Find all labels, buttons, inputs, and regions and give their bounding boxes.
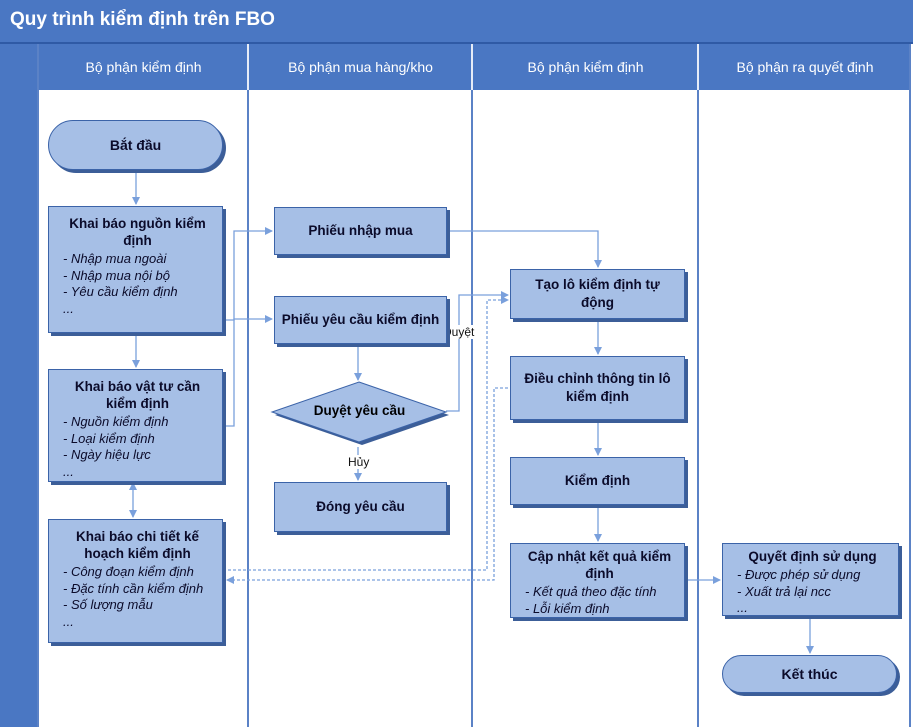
- left-band: [0, 44, 37, 727]
- purchase-receipt-node: Phiếu nhập mua: [274, 207, 447, 255]
- list-item: - Số lượng mẫu: [63, 597, 153, 612]
- list-item: - Kết quả theo đặc tính: [525, 584, 657, 599]
- usage-decision-node: Quyết định sử dụng - Được phép sử dụng -…: [722, 543, 899, 616]
- lane-divider: [247, 44, 249, 90]
- edge-purchase-autolot: [447, 230, 602, 268]
- edge-label-cancel: Hủy: [347, 455, 371, 469]
- lane-header-3: Bộ phận kiểm định: [473, 44, 698, 90]
- list-item: - Được phép sử dụng: [737, 567, 861, 582]
- start-node: Bắt đầu: [48, 120, 223, 170]
- lane-divider: [471, 44, 473, 727]
- approve-decision-node: Duyệt yêu cầu: [270, 381, 449, 446]
- list-item: - Nhập mua ngoài: [63, 251, 167, 266]
- adjust-lot-node: Điều chỉnh thông tin lô kiểm định: [510, 356, 685, 420]
- lane-header-2: Bộ phận mua hàng/kho: [249, 44, 472, 90]
- material-declaration-node: Khai báo vật tư cần kiểm định - Nguồn ki…: [48, 369, 223, 482]
- list-item: - Ngày hiệu lực: [63, 447, 151, 462]
- lane-divider: [471, 44, 473, 90]
- update-result-node: Cập nhật kết quả kiểm định - Kết quả the…: [510, 543, 685, 618]
- lane-divider: [247, 44, 249, 727]
- node-title: Cập nhật kết quả kiểm định: [527, 549, 672, 581]
- list-item: ...: [63, 463, 74, 479]
- edge-decision-autolot: [446, 291, 509, 412]
- edge-label-approved: Duyệt: [442, 325, 476, 339]
- list-item: ...: [63, 300, 74, 316]
- lane-divider: [697, 44, 699, 727]
- list-item: - Xuất trả lại ncc: [737, 583, 831, 599]
- list-item: - Loại kiểm định: [63, 430, 155, 446]
- auto-lot-node: Tạo lô kiểm định tự động: [510, 269, 685, 319]
- node-title: Khai báo chi tiết kế hoạch kiểm định: [75, 529, 200, 561]
- list-item: - Nguồn kiểm định: [63, 414, 169, 429]
- list-item: - Nhập mua nội bộ: [63, 267, 170, 283]
- lane-divider: [697, 44, 699, 90]
- list-item: ...: [63, 613, 74, 629]
- edge-plan-autolot-dotted: [223, 296, 509, 571]
- lane-header-4: Bộ phận ra quyết định: [699, 44, 911, 90]
- node-title: Khai báo vật tư cần kiểm định: [74, 379, 201, 411]
- inspect-node: Kiểm định: [510, 457, 685, 505]
- inspection-plan-node: Khai báo chi tiết kế hoạch kiểm định - C…: [48, 519, 223, 643]
- list-item: ...: [737, 600, 748, 615]
- lane-divider: [909, 44, 911, 727]
- list-item: - Yêu cầu kiểm định: [63, 284, 178, 299]
- node-title: Quyết định sử dụng: [748, 549, 877, 564]
- lane-divider: [37, 44, 39, 727]
- request-form-node: Phiếu yêu cầu kiểm định: [274, 296, 447, 344]
- edge-source-purchase: [223, 227, 273, 321]
- edge-material-request: [223, 315, 273, 427]
- list-item: - Lỗi kiểm định: [525, 600, 610, 616]
- node-title: Khai báo nguồn kiểm định: [69, 216, 206, 248]
- decision-label: Duyệt yêu cầu: [313, 403, 406, 418]
- source-declaration-node: Khai báo nguồn kiểm định - Nhập mua ngoà…: [48, 206, 223, 333]
- end-node: Kết thúc: [722, 655, 897, 693]
- diagram-title: Quy trình kiểm định trên FBO: [10, 9, 275, 30]
- decision-diamond: [270, 381, 449, 445]
- list-item: - Công đoạn kiểm định: [63, 564, 194, 579]
- close-request-node: Đóng yêu cầu: [274, 482, 447, 532]
- lane-header-1: Bộ phận kiểm định: [39, 44, 248, 90]
- edge-adjust-plan-dotted: [226, 387, 508, 584]
- list-item: - Đặc tính cần kiểm định: [63, 580, 204, 596]
- title-bar: Quy trình kiểm định trên FBO: [0, 0, 913, 44]
